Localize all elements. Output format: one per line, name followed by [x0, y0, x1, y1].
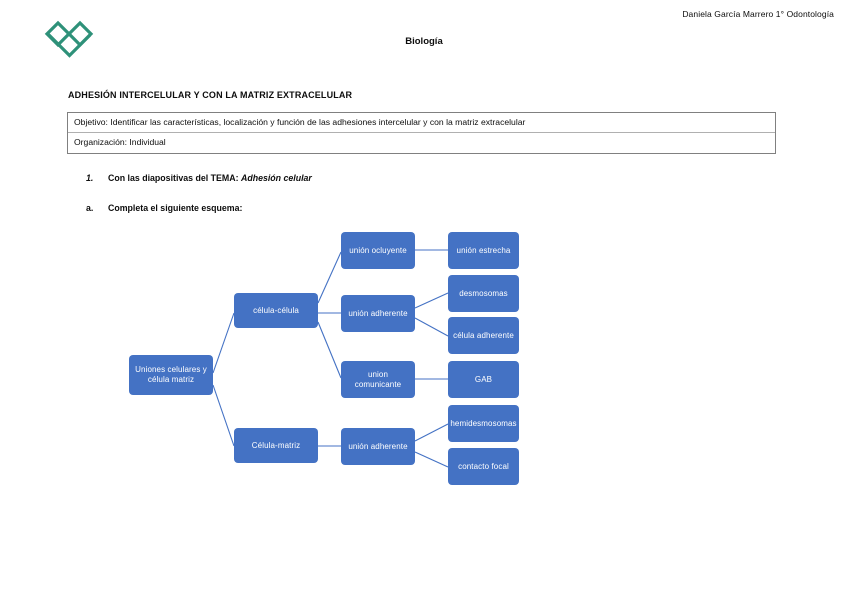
diagram-node-cell-cell: célula-célula [234, 293, 318, 328]
student-name-header: Daniela García Marrero 1° Odontología [682, 9, 834, 19]
page-title: Biología [405, 36, 443, 47]
diagram-node-contacto-focal: contacto focal [448, 448, 519, 485]
diagram-node-union-adherente-matriz: unión adherente [341, 428, 415, 465]
diagram-node-cell-matrix: Célula-matriz [234, 428, 318, 463]
organization-row: Organización: Individual [74, 137, 166, 148]
task-item-1-text: Con las diapositivas del TEMA: [108, 173, 241, 183]
section-heading: ADHESIÓN INTERCELULAR Y CON LA MATRIZ EX… [68, 90, 353, 100]
diagram-node-union-ocluyente: unión ocluyente [341, 232, 415, 269]
diagram-node-union-comunicante: union comunicante [341, 361, 415, 398]
task-item-1: 1. Con las diapositivas del TEMA: Adhesió… [86, 173, 312, 183]
diagram-node-union-estrecha: unión estrecha [448, 232, 519, 269]
task-item-1-marker: 1. [86, 173, 94, 183]
double-diamond-heart-logo [44, 20, 96, 60]
diagram-node-root: Uniones celulares y célula matriz [129, 355, 213, 395]
info-table: Objetivo: Identificar las característica… [67, 112, 776, 154]
task-item-1-emphasis: Adhesión celular [240, 173, 312, 183]
task-item-a: a. Completa el siguiente esquema: [86, 203, 242, 213]
diagram-node-desmosomas: desmosomas [448, 275, 519, 312]
diagram-node-celula-adherente: célula adherente [448, 317, 519, 354]
task-item-a-text: Completa el siguiente esquema: [108, 203, 243, 213]
objective-row: Objetivo: Identificar las característica… [68, 113, 775, 134]
diagram-node-gab: GAB [448, 361, 519, 398]
task-item-a-marker: a. [86, 203, 94, 213]
diagram-node-hemidesmosomas: hemidesmosomas [448, 405, 519, 442]
diagram-node-union-adherente-celula: unión adherente [341, 295, 415, 332]
